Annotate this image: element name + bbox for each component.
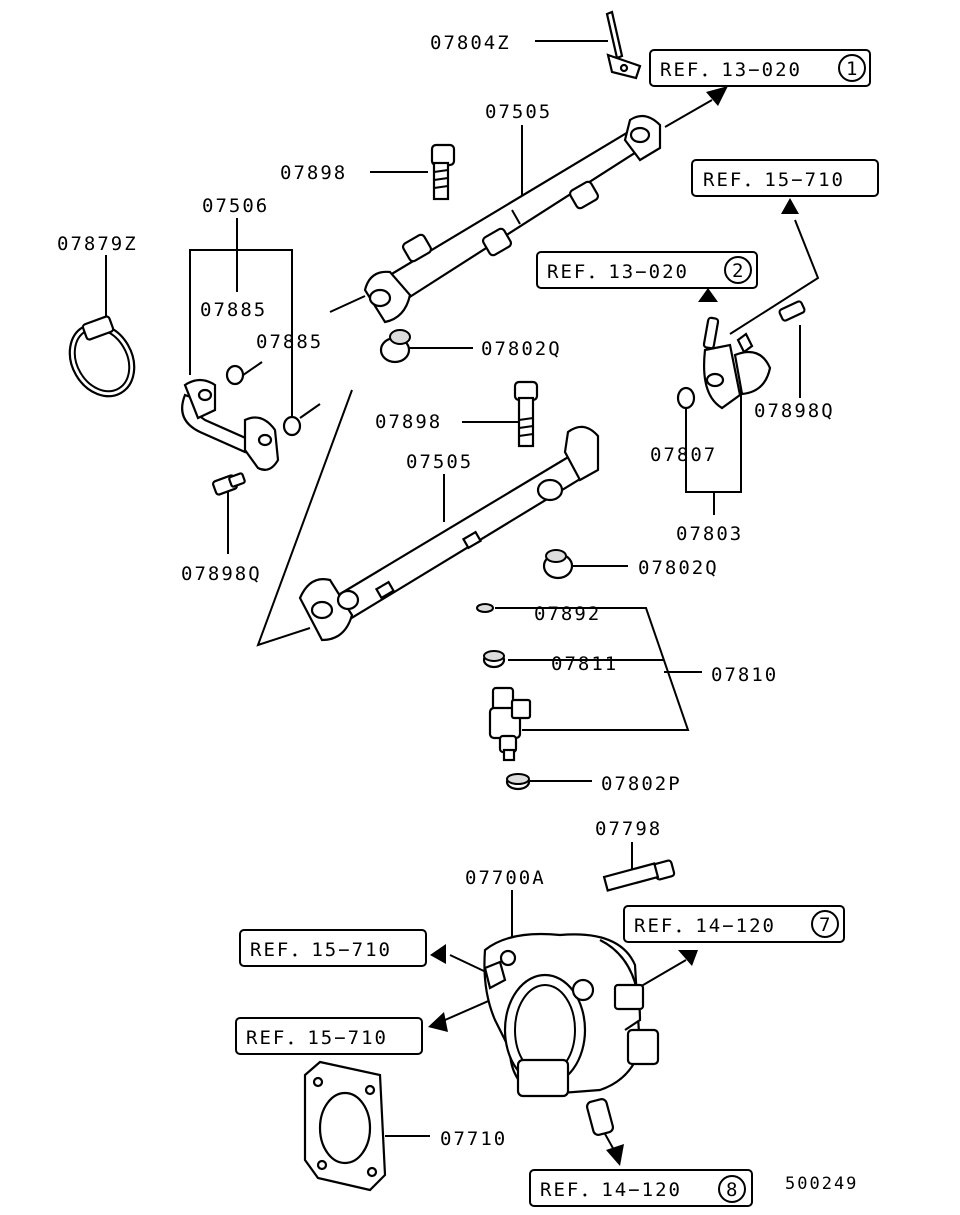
arrow-icon bbox=[430, 944, 446, 964]
part-label-07810: 07810 bbox=[711, 664, 778, 686]
part-label-07505-upper: 07505 bbox=[485, 101, 552, 123]
gasket bbox=[303, 1060, 387, 1192]
seal-cap bbox=[482, 650, 506, 669]
part-label-07898-upper: 07898 bbox=[280, 162, 347, 184]
ref-box-14-120-7[interactable]: REF．14−120 7 bbox=[623, 905, 845, 943]
ref-number: 8 bbox=[726, 1179, 737, 1201]
ref-number: 7 bbox=[819, 914, 830, 936]
part-label-07898q-left: 07898Q bbox=[181, 563, 262, 585]
part-label-07811: 07811 bbox=[551, 653, 618, 675]
ref-box-13-020-2[interactable]: REF．13−020 2 bbox=[536, 251, 758, 289]
part-number-labels: 07804Z 07505 07898 07506 07879Z 07885 07… bbox=[57, 32, 858, 1194]
arrow-icon bbox=[678, 950, 698, 966]
part-label-07798: 07798 bbox=[595, 818, 662, 840]
fuel-injector bbox=[488, 686, 532, 762]
bolt-part bbox=[602, 859, 676, 892]
ref-text: REF．14−120 bbox=[634, 915, 776, 937]
part-label-07802p: 07802P bbox=[601, 773, 682, 795]
part-label-07506: 07506 bbox=[202, 195, 269, 217]
ref-number: 2 bbox=[732, 260, 743, 282]
insulator-part bbox=[505, 773, 531, 791]
part-label-07885-b: 07885 bbox=[256, 331, 323, 353]
pressure-regulator bbox=[702, 316, 772, 410]
direction-arrows bbox=[428, 86, 799, 1166]
fuel-pipe bbox=[181, 378, 280, 471]
part-label-07898q-right: 07898Q bbox=[754, 400, 835, 422]
arrow-icon bbox=[781, 198, 799, 214]
diagram-id: 500249 bbox=[785, 1174, 858, 1194]
fuel-rail-upper bbox=[363, 114, 662, 324]
bolt-part bbox=[430, 143, 456, 201]
part-label-07804z: 07804Z bbox=[430, 32, 511, 54]
insulator-part bbox=[379, 329, 411, 364]
bracket-part bbox=[605, 10, 642, 80]
throttle-body bbox=[483, 932, 660, 1136]
ref-box-15-710-mid[interactable]: REF．15−710 bbox=[239, 929, 427, 967]
ref-number: 1 bbox=[846, 58, 857, 80]
part-label-07710: 07710 bbox=[440, 1128, 507, 1150]
ref-text: REF．15−710 bbox=[703, 169, 845, 191]
ref-circle bbox=[724, 256, 752, 284]
part-label-07803: 07803 bbox=[676, 523, 743, 545]
bolt-part bbox=[212, 472, 246, 496]
part-label-07505-lower: 07505 bbox=[406, 451, 473, 473]
part-label-07885-a: 07885 bbox=[200, 299, 267, 321]
o-ring bbox=[476, 603, 494, 613]
o-ring bbox=[676, 386, 696, 410]
ref-text: REF．14−120 bbox=[540, 1179, 682, 1201]
part-label-07807: 07807 bbox=[650, 444, 717, 466]
arrow-icon bbox=[606, 1144, 624, 1166]
part-label-07879z: 07879Z bbox=[57, 233, 138, 255]
ref-circle bbox=[718, 1175, 746, 1203]
fuel-rail-lower bbox=[298, 425, 600, 642]
arrow-icon bbox=[428, 1012, 448, 1032]
arrow-icon bbox=[706, 86, 728, 106]
ref-circle bbox=[838, 54, 866, 82]
part-label-07892: 07892 bbox=[534, 603, 601, 625]
ref-box-15-710-low[interactable]: REF．15−710 bbox=[235, 1017, 423, 1055]
arrow-icon bbox=[698, 288, 718, 302]
insulator-part bbox=[542, 549, 574, 580]
part-label-07802q-lower: 07802Q bbox=[638, 557, 719, 579]
part-label-07898-lower: 07898 bbox=[375, 411, 442, 433]
ref-text: REF．15−710 bbox=[250, 939, 392, 961]
ref-circle bbox=[811, 910, 839, 938]
ref-text: REF．13−020 bbox=[660, 59, 802, 81]
ref-text: REF．13−020 bbox=[547, 261, 689, 283]
part-label-07700a: 07700A bbox=[465, 867, 546, 889]
o-ring bbox=[225, 364, 245, 386]
ref-box-14-120-8[interactable]: REF．14−120 8 bbox=[529, 1169, 753, 1207]
hose-clamp bbox=[68, 315, 136, 398]
part-label-07802q-upper: 07802Q bbox=[481, 338, 562, 360]
bolt-part bbox=[513, 380, 539, 448]
ref-text: REF．15−710 bbox=[246, 1027, 388, 1049]
ref-box-13-020-1[interactable]: REF．13−020 1 bbox=[649, 49, 871, 87]
bolt-part bbox=[778, 300, 806, 322]
leader-lines bbox=[105, 40, 820, 1151]
o-ring bbox=[282, 415, 302, 437]
ref-box-15-710-top[interactable]: REF．15−710 bbox=[691, 159, 879, 197]
